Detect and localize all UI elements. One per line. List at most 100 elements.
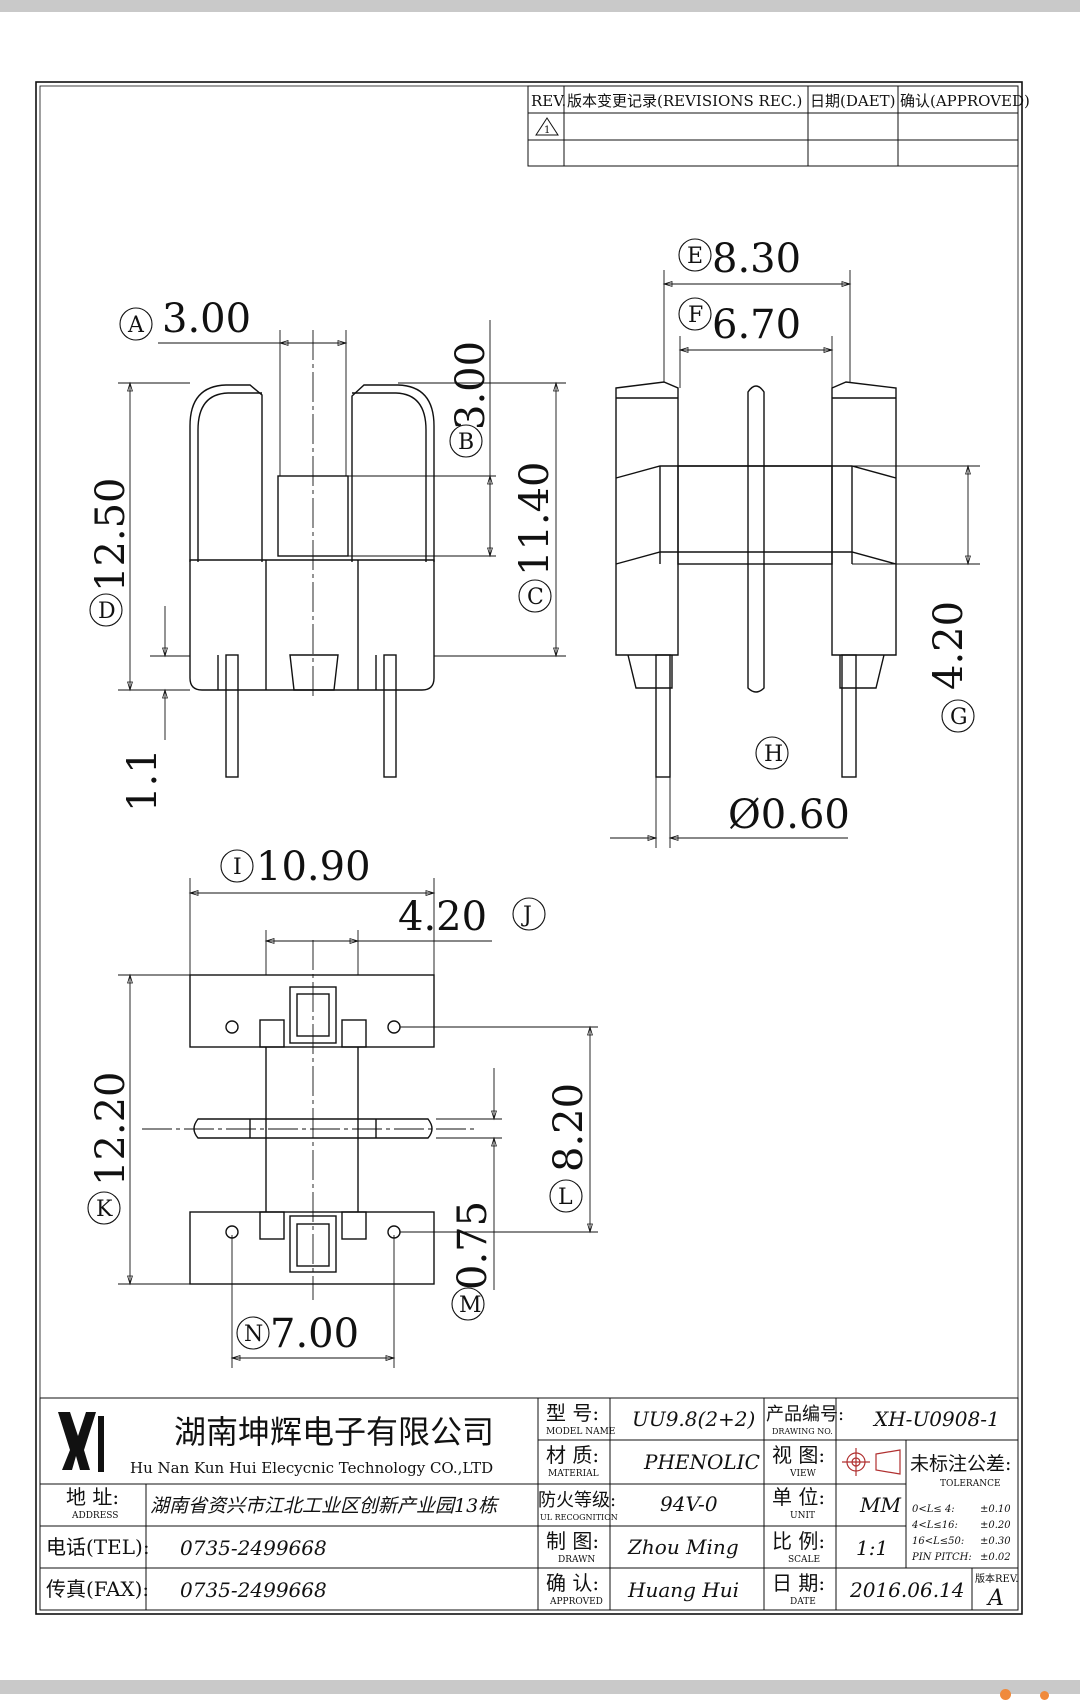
svg-text:D: D xyxy=(98,599,116,624)
dim-pin-1-1: 1.1 xyxy=(120,748,166,812)
tolerance-table: 0<L≤ 4: ±0.10 4<L≤16: ±0.20 16<L≤50: ±0.… xyxy=(911,1504,1011,1563)
svg-text:3.00: 3.00 xyxy=(162,296,251,342)
model-label: 型 号: xyxy=(546,1401,599,1425)
dim-B: 3.00 B xyxy=(448,341,494,458)
svg-text:8.30: 8.30 xyxy=(712,236,801,282)
svg-text:±0.02: ±0.02 xyxy=(980,1552,1011,1563)
material-label-en: MATERIAL xyxy=(548,1469,599,1479)
address-value: 湖南省资兴市江北工业区创新产业园13栋 xyxy=(150,1495,500,1517)
unit-label-en: UNIT xyxy=(790,1511,815,1521)
svg-text:11.40: 11.40 xyxy=(512,461,558,576)
svg-text:H: H xyxy=(764,742,783,767)
front-view xyxy=(189,384,435,778)
scale-label-en: SCALE xyxy=(788,1555,820,1565)
address-label: 地 址: xyxy=(66,1485,119,1509)
svg-text:G: G xyxy=(950,705,968,730)
dim-E: E 8.30 xyxy=(678,236,801,282)
scale-label: 比 例: xyxy=(772,1529,825,1553)
tolerance-label-en: TOLERANCE xyxy=(940,1479,1001,1489)
rev-triangle-number: 1 xyxy=(544,125,550,136)
fax-label: 传真(FAX): xyxy=(46,1577,149,1601)
svg-text:I: I xyxy=(233,855,242,880)
tel-value: 0735-2499668 xyxy=(180,1536,327,1560)
scale-value: 1:1 xyxy=(856,1536,888,1560)
bottom-view xyxy=(189,974,435,1285)
svg-text:16<L≤50:: 16<L≤50: xyxy=(912,1536,964,1547)
svg-text:0<L≤ 4:: 0<L≤ 4: xyxy=(912,1504,955,1515)
company-name-en: Hu Nan Kun Hui Elecycnic Technology CO.,… xyxy=(130,1459,493,1477)
model-value: UU9.8(2+2) xyxy=(632,1407,755,1431)
drawn-label-en: DRAWN xyxy=(558,1555,595,1565)
svg-text:±0.20: ±0.20 xyxy=(980,1520,1011,1531)
drawing-no-label-en: DRAWING NO. xyxy=(772,1427,833,1436)
tolerance-label: 未标注公差: xyxy=(910,1453,1011,1475)
rev-label: 版本REV. xyxy=(975,1572,1018,1585)
svg-text:J: J xyxy=(521,903,532,928)
rev-value: A xyxy=(986,1586,1004,1611)
rev-header: REV. xyxy=(531,92,566,110)
fax-value: 0735-2499668 xyxy=(180,1578,327,1602)
svg-text:4<L≤16:: 4<L≤16: xyxy=(911,1520,958,1531)
approved-label: 确 认: xyxy=(546,1571,599,1595)
revision-table xyxy=(527,85,1019,167)
svg-text:8.20: 8.20 xyxy=(546,1083,592,1172)
svg-text:PIN PITCH:: PIN PITCH: xyxy=(911,1552,972,1563)
bottom-band xyxy=(0,1680,1080,1694)
svg-text:K: K xyxy=(96,1197,113,1222)
company-name-cn: 湖南坤辉电子有限公司 xyxy=(174,1413,494,1451)
svg-text:12.50: 12.50 xyxy=(88,477,134,592)
approved-header: 确认(APPROVED) xyxy=(900,92,1030,110)
svg-text:L: L xyxy=(558,1185,573,1210)
dim-K: 12.20 K xyxy=(87,1071,134,1225)
side-view xyxy=(615,381,897,778)
material-label: 材 质: xyxy=(546,1443,599,1467)
front-view-dims xyxy=(118,320,566,740)
svg-text:12.20: 12.20 xyxy=(88,1071,134,1186)
dim-A: A 3.00 xyxy=(119,296,251,342)
dim-D: 12.50 D xyxy=(88,477,134,627)
top-band xyxy=(0,0,1080,12)
unit-label: 单 位: xyxy=(772,1485,825,1509)
svg-text:7.00: 7.00 xyxy=(270,1311,359,1357)
bottom-view-dims xyxy=(118,878,598,1368)
ul-label: 防火等级: xyxy=(538,1490,616,1511)
approved-value: Huang Hui xyxy=(627,1578,739,1602)
dim-F: F 6.70 xyxy=(678,297,801,348)
ul-label-en: UL RECOGNITION xyxy=(540,1513,618,1522)
dim-G: 4.20 G xyxy=(926,601,975,733)
drawn-value: Zhou Ming xyxy=(627,1535,739,1559)
drawing-no-label: 产品编号: xyxy=(766,1404,844,1425)
svg-text:1.1: 1.1 xyxy=(120,748,166,812)
sheet-outer-frame xyxy=(35,81,1023,1615)
address-label-en: ADDRESS xyxy=(71,1511,118,1521)
date-value: 2016.06.14 xyxy=(849,1578,965,1602)
svg-text:0.75: 0.75 xyxy=(450,1201,496,1290)
dim-N: N 7.00 xyxy=(236,1311,359,1357)
svg-text:4.20: 4.20 xyxy=(398,894,487,940)
material-value: PHENOLIC xyxy=(643,1450,760,1474)
drawing-no-value: XH-U0908-1 xyxy=(872,1407,1000,1431)
title-block-grid xyxy=(39,1397,1019,1611)
model-label-en: MODEL NAME xyxy=(546,1427,615,1437)
svg-text:N: N xyxy=(244,1322,263,1347)
projection-symbol-icon xyxy=(842,1448,901,1476)
svg-text:±0.10: ±0.10 xyxy=(980,1504,1011,1515)
unit-value: MM xyxy=(859,1493,901,1517)
svg-text:E: E xyxy=(687,244,703,269)
date-header: 日期(DAET) xyxy=(810,92,896,110)
svg-text:4.20: 4.20 xyxy=(926,601,972,690)
ul-value: 94V-0 xyxy=(660,1492,718,1516)
view-label-en: VIEW xyxy=(789,1469,817,1479)
svg-text:F: F xyxy=(688,303,703,328)
svg-text:10.90: 10.90 xyxy=(256,844,371,890)
dim-I: I 10.90 xyxy=(220,844,371,890)
dim-H: H Ø0.60 xyxy=(728,736,850,838)
dim-C: 11.40 C xyxy=(512,461,558,613)
tel-label: 电话(TEL): xyxy=(46,1535,150,1559)
revisions-header: 版本变更记录(REVISIONS REC.) xyxy=(567,92,802,110)
svg-text:C: C xyxy=(527,585,544,610)
company-logo xyxy=(58,1412,104,1472)
dim-L: 8.20 L xyxy=(546,1083,592,1213)
view-label: 视 图: xyxy=(772,1443,825,1467)
